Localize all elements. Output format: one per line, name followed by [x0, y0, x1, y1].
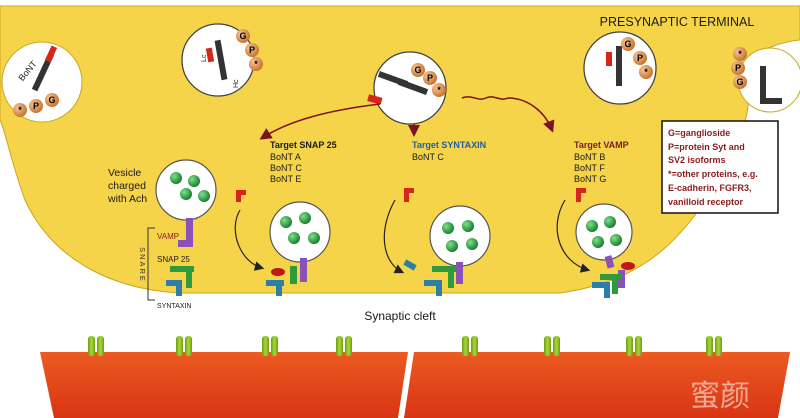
- p-label-1: P: [33, 101, 39, 111]
- receptor-4a: [336, 336, 343, 356]
- toxin-endosome-2: G P *: [377, 63, 446, 97]
- target-snap25-item-1: BoNT A: [270, 152, 301, 162]
- vesicle-snap25-cleaved: [234, 190, 331, 296]
- legend-box: G=ganglioside P=protein Syt and SV2 isof…: [661, 120, 779, 214]
- g-label-4: G: [624, 39, 631, 49]
- p-label-4: P: [637, 53, 643, 63]
- star-label-3: *: [437, 85, 441, 95]
- vesicle-vamp-cleaved: [556, 188, 635, 298]
- receptor-5a: [462, 336, 469, 356]
- target-vamp-item-1: BoNT B: [574, 152, 605, 162]
- legend-line-5: E-cadherin, FGFR3,: [668, 183, 752, 193]
- g-label-2: G: [239, 31, 246, 41]
- left-endocytic-notch: [1, 41, 83, 123]
- toxin-left-notch: BoNT * P G: [13, 45, 59, 117]
- target-snap25-item-3: BoNT E: [270, 174, 301, 184]
- watermark-text: 蜜颜: [690, 380, 750, 413]
- receptor-8b: [715, 336, 722, 356]
- synaptic-cleft-label: Synaptic cleft: [364, 309, 436, 323]
- lc-label: Lc: [201, 54, 208, 62]
- snare-bracket: [147, 227, 155, 301]
- star-label-4: *: [644, 67, 648, 77]
- star-label-2: *: [254, 59, 258, 69]
- vesicle-label-line-3: with Ach: [107, 193, 147, 205]
- p-label-2: P: [249, 45, 255, 55]
- toxin-endosome-3: G P *: [606, 37, 653, 86]
- receptor-2a: [176, 336, 183, 356]
- p-label-3: P: [427, 73, 433, 83]
- target-vamp-block: Target VAMP BoNT B BoNT F BoNT G: [574, 140, 629, 184]
- terminal-title: PRESYNAPTIC TERMINAL: [600, 15, 755, 29]
- toxin-right-notch: * P G: [731, 47, 782, 104]
- legend-line-4: *=other proteins, e.g.: [668, 169, 758, 179]
- g-label-3: G: [414, 65, 421, 75]
- target-vamp-item-3: BoNT G: [574, 174, 606, 184]
- target-syntaxin-item-1: BoNT C: [412, 152, 444, 162]
- receptor-7b: [635, 336, 642, 356]
- arrow-to-snap25: [259, 103, 381, 140]
- target-vamp-item-2: BoNT F: [574, 163, 605, 173]
- g-label-5: G: [736, 77, 743, 87]
- receptor-5b: [471, 336, 478, 356]
- syntaxin-label: SYNTAXIN: [157, 303, 192, 310]
- target-snap25-title: Target SNAP 25: [270, 140, 337, 150]
- toxin-endosome-1: Lc Hc G P *: [201, 29, 263, 88]
- receptor-8a: [706, 336, 713, 356]
- receptor-6b: [553, 336, 560, 356]
- target-syntaxin-block: Target SYNTAXIN BoNT C: [412, 140, 486, 162]
- receptor-2b: [185, 336, 192, 356]
- hc-label: Hc: [233, 79, 240, 88]
- star-label-1: *: [18, 105, 22, 115]
- receptor-3a: [262, 336, 269, 356]
- target-syntaxin-title: Target SYNTAXIN: [412, 140, 486, 150]
- vesicle-syntaxin-cleaved: [383, 188, 491, 296]
- receptor-3b: [271, 336, 278, 356]
- legend-line-1: G=ganglioside: [668, 128, 730, 138]
- legend-line-2: P=protein Syt and: [668, 142, 745, 152]
- snap25-label: SNAP 25: [157, 255, 190, 264]
- receptor-row: [88, 336, 722, 356]
- target-snap25-item-2: BoNT C: [270, 163, 302, 173]
- receptor-7a: [626, 336, 633, 356]
- target-snap25-block: Target SNAP 25 BoNT A BoNT C BoNT E: [270, 140, 337, 184]
- snare-label: SNARE: [138, 247, 147, 283]
- vesicle-label-line-2: charged: [108, 180, 146, 192]
- vamp-label: VAMP: [157, 232, 179, 241]
- light-chain-released: [367, 94, 383, 105]
- legend-line-3: SV2 isoforms: [668, 155, 726, 165]
- p-label-5: P: [735, 63, 741, 73]
- receptor-6a: [544, 336, 551, 356]
- receptor-1b: [97, 336, 104, 356]
- receptor-4b: [345, 336, 352, 356]
- legend-line-6: vanilloid receptor: [668, 197, 744, 207]
- vesicle-label-line-1: Vesicle: [108, 167, 141, 179]
- muscle-block-left: [40, 352, 408, 418]
- vesicle-intact: [155, 159, 217, 296]
- arrow-to-vamp: [461, 96, 555, 133]
- g-label-1: G: [48, 95, 55, 105]
- muscle-block-right: [404, 352, 790, 418]
- star-label-5: *: [738, 49, 742, 59]
- target-vamp-title: Target VAMP: [574, 140, 629, 150]
- receptor-1a: [88, 336, 95, 356]
